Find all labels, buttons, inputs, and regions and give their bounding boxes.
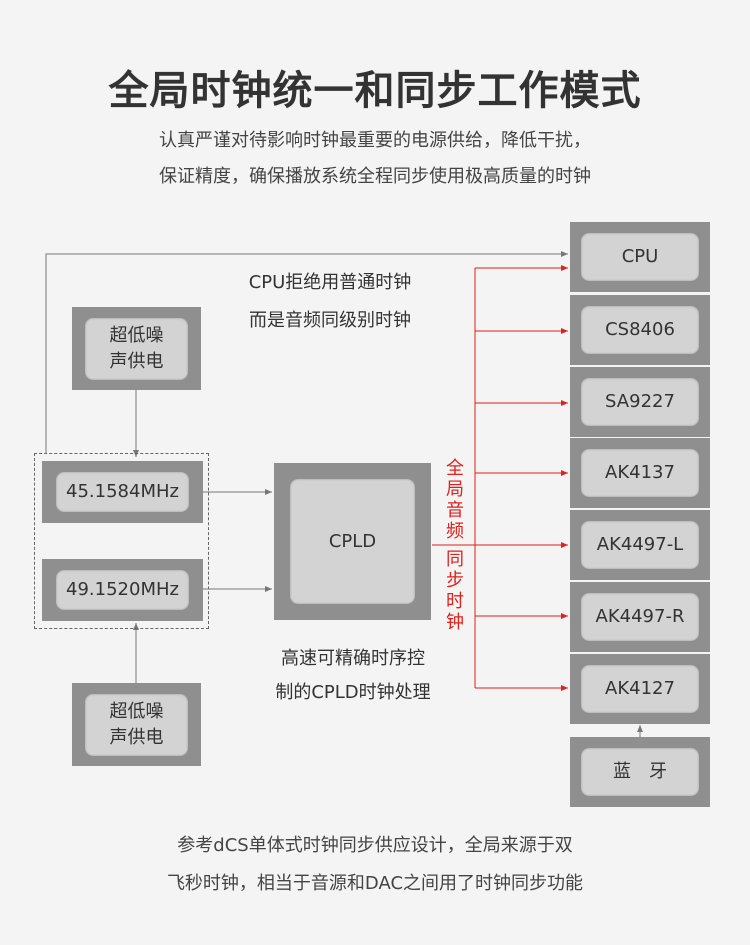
chip-label: AK4497-R [581, 593, 699, 641]
power-supply-box-bottom: 超低噪 声供电 [72, 683, 201, 766]
chip-label: AK4137 [581, 449, 699, 497]
chip-cs8406: CS8406 [570, 295, 710, 365]
chip-label: CPU [581, 233, 699, 281]
cpu-clock-line [45, 251, 568, 453]
chip-label: SA9227 [581, 378, 699, 426]
oscillator-label: 49.1520MHz [56, 570, 189, 610]
bluetooth-label: 蓝 牙 [581, 748, 699, 796]
oscillator-label: 45.1584MHz [56, 472, 189, 512]
footer-line-2: 飞秒时钟，相当于音源和DAC之间用了时钟同步功能 [166, 873, 584, 894]
sync-label-top: 全局音频 [445, 458, 465, 542]
subtitle-line-2: 保证精度，确保播放系统全程同步使用极高质量的时钟 [159, 166, 591, 187]
cpu-note-line-2: 而是音频同级别时钟 [249, 310, 411, 331]
footer-line-1: 参考dCS单体式时钟同步供应设计，全局来源于双 [177, 835, 573, 856]
power-supply-label: 超低噪 声供电 [85, 693, 188, 756]
chip-label: AK4127 [581, 665, 699, 713]
cpu-note-line-1: CPU拒绝用普通时钟 [248, 272, 412, 293]
chip-cpu: CPU [570, 222, 710, 292]
oscillator-box-45: 45.1584MHz [42, 461, 203, 523]
chip-ak4127: AK4127 [570, 654, 710, 724]
oscillator-group [34, 453, 209, 629]
cpld-box: CPLD [274, 463, 431, 620]
page-title: 全局时钟统一和同步工作模式 [108, 68, 642, 114]
subtitle-line-1: 认真严谨对待影响时钟最重要的电源供给，降低干扰， [159, 130, 591, 151]
power-supply-box-top: 超低噪 声供电 [72, 307, 201, 390]
oscillator-box-49: 49.1520MHz [42, 559, 203, 621]
chip-label: AK4497-L [581, 521, 699, 569]
chip-ak4497-r: AK4497-R [570, 582, 710, 652]
cpld-note-line-1: 高速可精确时序控 [281, 648, 425, 669]
chip-label: CS8406 [581, 306, 699, 354]
cpld-label: CPLD [290, 479, 415, 604]
chip-ak4137: AK4137 [570, 438, 710, 508]
chip-sa9227: SA9227 [570, 367, 710, 437]
cpld-note-line-2: 制的CPLD时钟处理 [275, 682, 431, 703]
chip-ak4497-l: AK4497-L [570, 510, 710, 580]
sync-label-bottom: 同步时钟 [445, 549, 465, 633]
power-supply-label: 超低噪 声供电 [85, 317, 188, 380]
bluetooth-box: 蓝 牙 [570, 737, 710, 807]
